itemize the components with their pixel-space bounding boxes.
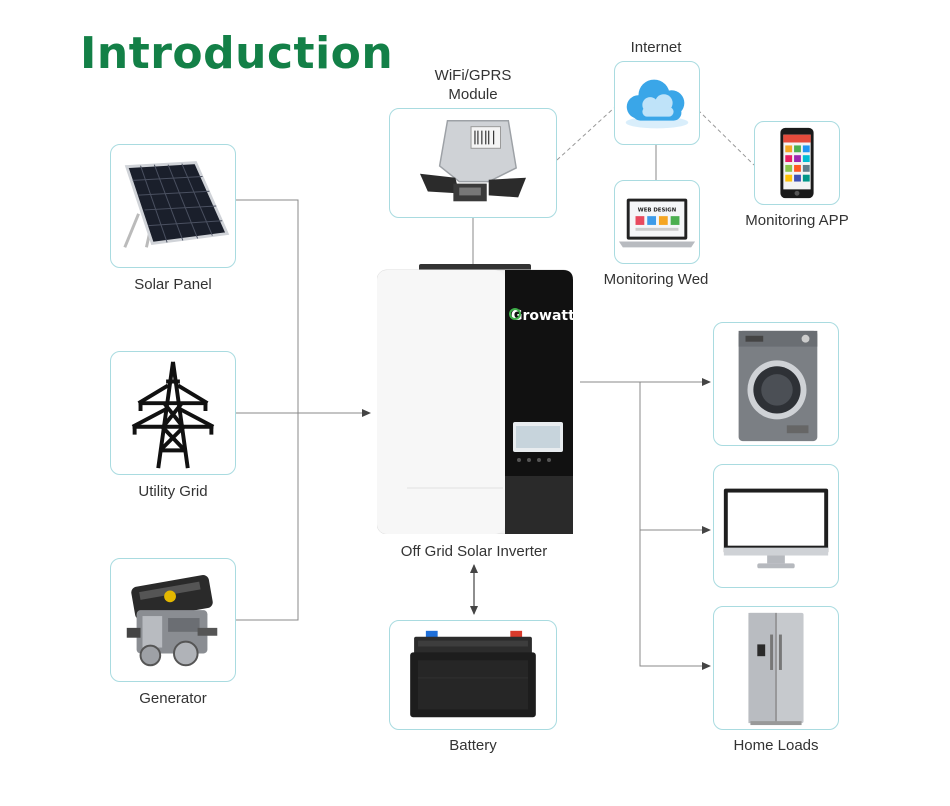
power-tower-icon: [131, 361, 215, 469]
input-connectors: [236, 199, 371, 621]
monitor-box: [713, 464, 839, 588]
wifi-module-box: [389, 108, 557, 218]
solar-panel-label: Solar Panel: [134, 276, 212, 293]
engine-icon: [126, 575, 218, 667]
internet-label: Internet: [630, 39, 682, 56]
solar-panel-icon: [123, 161, 230, 248]
washing-machine-box: [713, 322, 839, 446]
inverter-device: Growatt: [376, 264, 575, 535]
monitoring-app-box: [754, 121, 840, 205]
washing-machine-icon: [738, 330, 818, 442]
page-title: Introduction: [80, 28, 394, 79]
web-design-text: WEB DESIGN: [638, 207, 676, 213]
wifi-module-label-line1: WiFi/GPRS: [434, 67, 512, 84]
generator-label: Generator: [139, 690, 207, 707]
generator-box: [110, 558, 236, 682]
monitoring-app-label: Monitoring APP: [745, 212, 849, 229]
wifi-module-label-line2: Module: [448, 86, 498, 103]
refrigerator-icon: [748, 612, 804, 726]
battery-box: [389, 620, 557, 730]
inverter-label: Off Grid Solar Inverter: [400, 543, 548, 560]
output-connectors: [580, 378, 711, 670]
battery-icon: [410, 630, 536, 718]
utility-grid-box: [110, 351, 236, 475]
utility-grid-label: Utility Grid: [138, 483, 208, 500]
home-loads-label: Home Loads: [733, 737, 819, 754]
smartphone-icon: [780, 127, 814, 199]
monitoring-web-label: Monitoring Wed: [603, 271, 709, 288]
cloud-icon: [625, 79, 689, 129]
monitor-icon: [723, 488, 829, 569]
internet-box: [614, 61, 700, 145]
monitoring-web-box: WEB DESIGN: [614, 180, 700, 264]
wifi-module-icon: [419, 120, 527, 202]
battery-label: Battery: [449, 737, 497, 754]
laptop-icon: WEB DESIGN: [618, 198, 696, 248]
brand-logo-text: Growatt: [511, 308, 573, 324]
solar-panel-box: [110, 144, 236, 268]
inverter-icon: Growatt: [376, 264, 575, 535]
refrigerator-box: [713, 606, 839, 730]
